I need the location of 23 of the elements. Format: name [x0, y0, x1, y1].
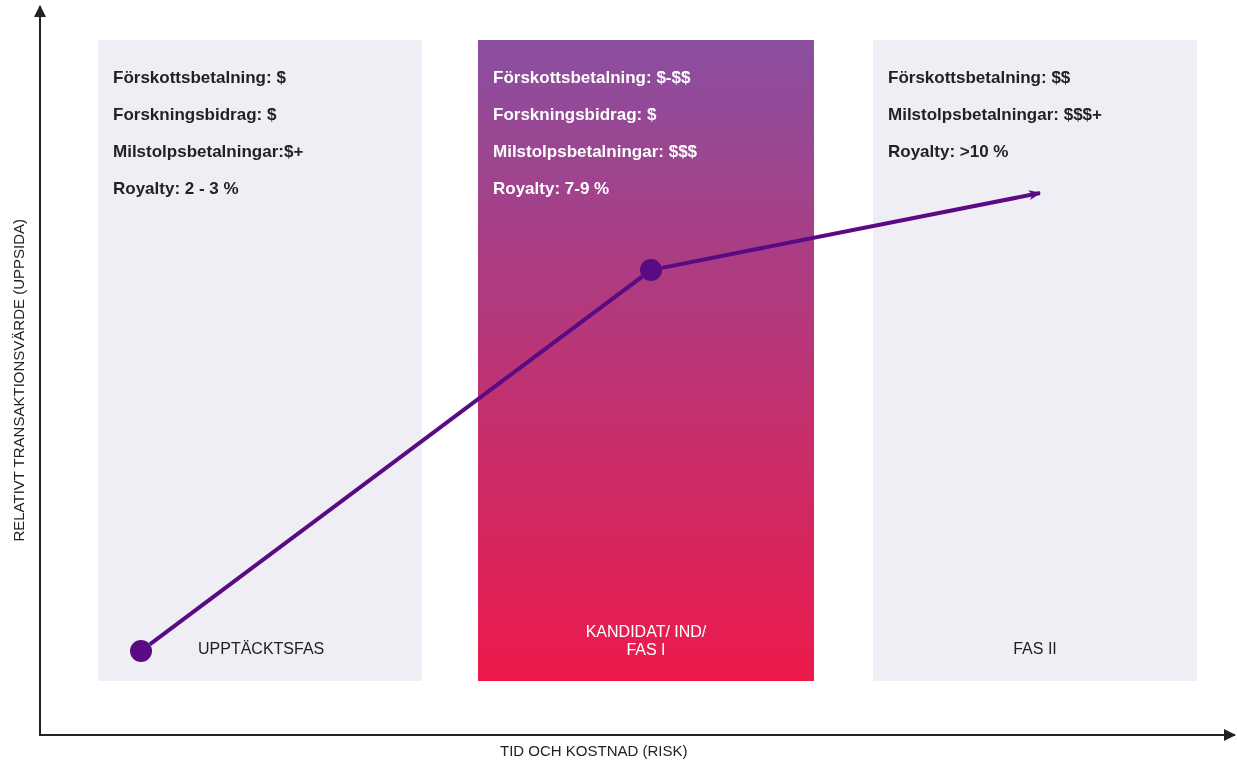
- deal-term-text: Milstolpsbetalningar:$+: [113, 142, 304, 162]
- phase-label: UPPTÄCKTSFAS: [197, 640, 326, 658]
- phase-label: KANDIDAT/ IND/ FAS I: [584, 623, 708, 659]
- trend-arrow: [661, 190, 1041, 270]
- deal-term-text: Förskottsbetalning: $: [113, 68, 286, 88]
- deal-term-text: Royalty: 2 - 3 %: [113, 179, 239, 199]
- deal-term-text: Milstolpsbetalningar: $$$+: [888, 105, 1102, 125]
- axis-title: RELATIVT TRANSAKTIONSVÄRDE (UPPSIDA): [10, 218, 27, 542]
- deal-term-text: Förskottsbetalning: $-$$: [493, 68, 691, 88]
- phase-panel: [478, 40, 814, 681]
- deal-term-text: Royalty: 7-9 %: [493, 179, 610, 199]
- deal-term-text: Forskningsbidrag: $: [113, 105, 277, 125]
- deal-term-text: Förskottsbetalning: $$: [888, 68, 1071, 88]
- data-point-dot: [130, 640, 152, 662]
- deal-term-text: Forskningsbidrag: $: [493, 105, 657, 125]
- deal-term-text: Milstolpsbetalningar: $$$: [493, 142, 698, 162]
- deal-term-text: Royalty: >10 %: [888, 142, 1009, 162]
- data-point-dot: [640, 259, 662, 281]
- trend-line: [148, 274, 644, 647]
- phase-label: FAS II: [1012, 640, 1058, 658]
- axis-title: TID OCH KOSTNAD (RISK): [500, 742, 688, 759]
- phase-panel: [873, 40, 1197, 681]
- phase-panel: [98, 40, 422, 681]
